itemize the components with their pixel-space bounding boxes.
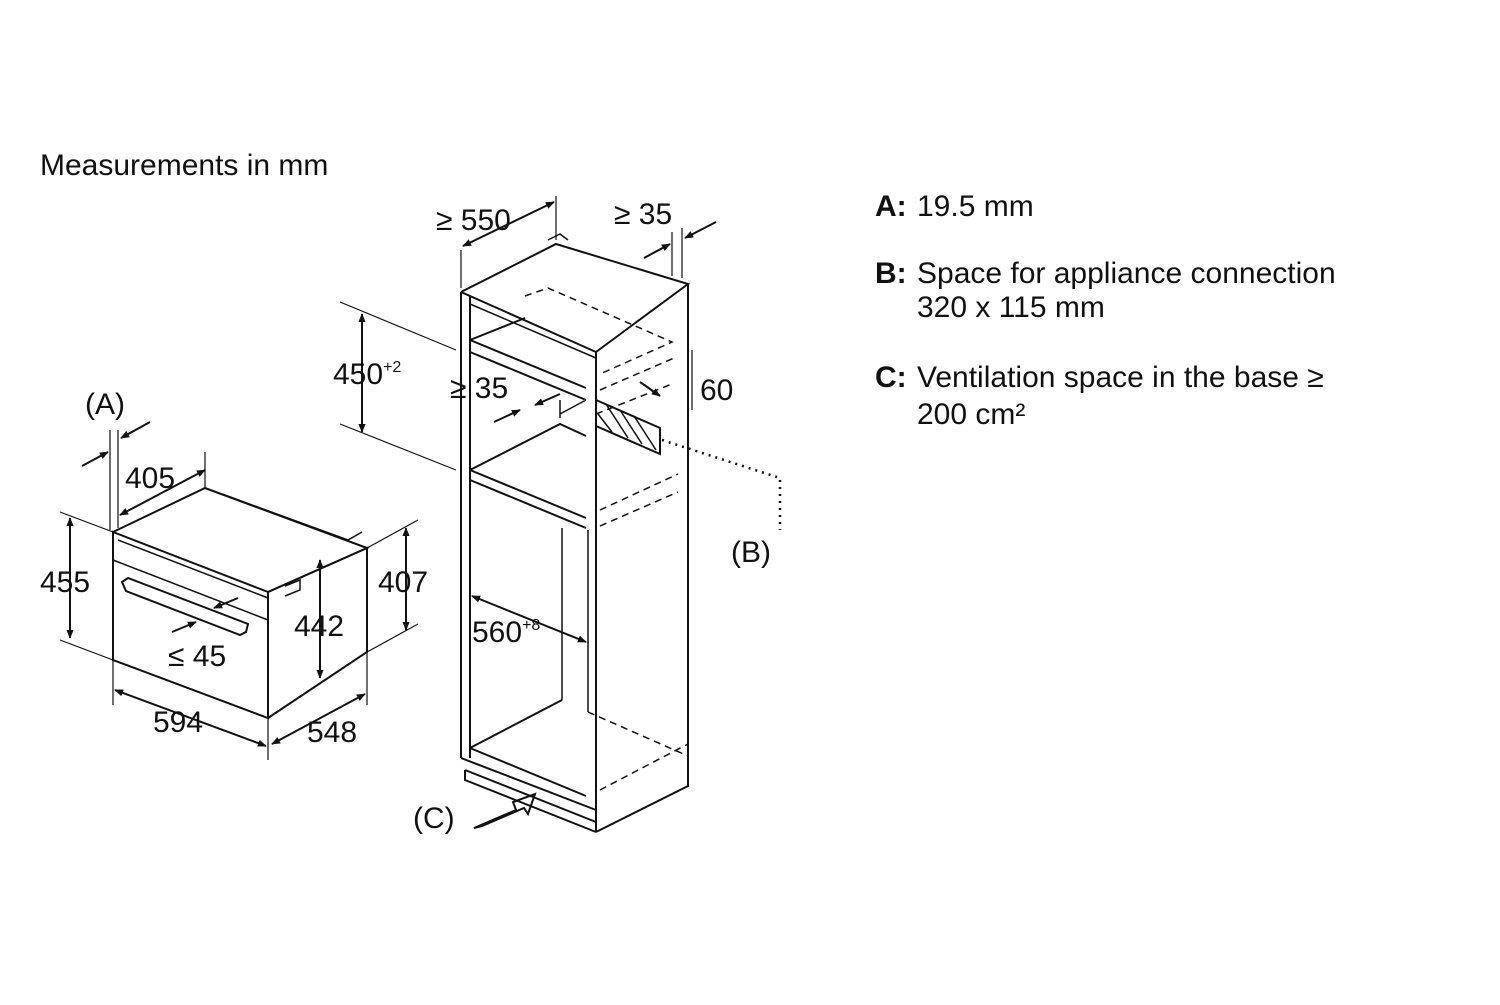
legend-key-a: A:: [875, 190, 907, 223]
legend-c-line-1: Ventilation space in the base ≥: [917, 361, 1324, 394]
label-depth-min: ≥ 550: [436, 204, 511, 237]
cabinet-drawing: [460, 233, 691, 833]
legend-key-b: B:: [875, 257, 907, 290]
label-callout-c: (C): [413, 802, 455, 835]
legend: A: 19.5 mm B: Space for appliance connec…: [875, 190, 1336, 431]
label-height-side: 407: [378, 566, 428, 599]
page-title: Measurements in mm: [40, 149, 328, 182]
cabinet-dimension-lines: [339, 196, 717, 829]
legend-c-line-2: 200 cm²: [917, 398, 1025, 431]
label-niche-width: 560+8: [472, 616, 540, 649]
label-depth: 548: [307, 716, 357, 749]
label-depth-front: 405: [125, 462, 175, 495]
legend-key-c: C:: [875, 361, 907, 394]
legend-b-line-1: Space for appliance connection: [917, 257, 1336, 290]
label-shelf-gap: ≥ 35: [450, 372, 508, 405]
oven-drawing: [112, 486, 370, 720]
label-rear-gap: ≥ 35: [614, 198, 672, 231]
label-connection-offset: 60: [700, 374, 733, 407]
label-callout-b: (B): [731, 536, 771, 569]
label-callout-a: (A): [85, 388, 125, 421]
legend-a-line-1: 19.5 mm: [917, 190, 1034, 223]
label-width: 594: [153, 706, 203, 739]
oven-dimension-lines: [59, 421, 419, 760]
leader-b: [661, 438, 782, 530]
label-height-outer: 455: [40, 566, 90, 599]
label-handle-offset: ≤ 45: [168, 640, 226, 673]
label-height-inner: 442: [294, 610, 344, 643]
label-niche-height: 450+2: [333, 358, 401, 391]
legend-b-line-2: 320 x 115 mm: [917, 291, 1105, 324]
